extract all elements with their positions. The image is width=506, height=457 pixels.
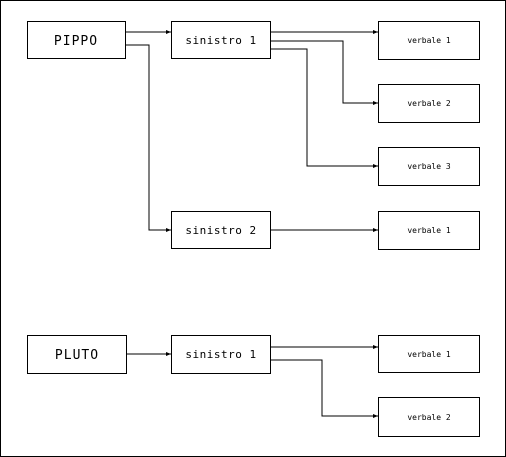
leaf-node-verbale-3: verbale 3 xyxy=(378,147,480,186)
leaf-label: verbale 1 xyxy=(407,226,451,235)
child-node-sinistro-1: sinistro 1 xyxy=(171,335,271,374)
leaf-node-verbale-1: verbale 1 xyxy=(378,211,480,250)
child-node-sinistro-2: sinistro 2 xyxy=(171,211,271,249)
root-node-pluto: PLUTO xyxy=(27,335,127,374)
leaf-label: verbale 1 xyxy=(407,350,451,359)
leaf-node-verbale-2: verbale 2 xyxy=(378,397,480,437)
leaf-node-verbale-2: verbale 2 xyxy=(378,84,480,123)
leaf-label: verbale 3 xyxy=(407,162,451,171)
child-label: sinistro 1 xyxy=(185,34,256,47)
leaf-label: verbale 2 xyxy=(407,413,451,422)
connector-sinistro-1-verbale-3 xyxy=(271,48,378,168)
leaf-node-verbale-1: verbale 1 xyxy=(378,21,480,60)
root-node-pippo: PIPPO xyxy=(27,21,126,59)
leaf-label: verbale 1 xyxy=(407,36,451,45)
child-label: sinistro 2 xyxy=(185,224,256,237)
root-label: PLUTO xyxy=(55,348,99,363)
connector-pluto-sinistro-1-verbale-2 xyxy=(271,359,378,418)
leaf-node-verbale-1: verbale 1 xyxy=(378,335,480,373)
root-label: PIPPO xyxy=(54,34,98,49)
connector-sinistro-1-verbale-2 xyxy=(271,40,378,105)
connector-pippo-sinistro-2 xyxy=(126,44,171,232)
child-label: sinistro 1 xyxy=(185,348,256,361)
child-node-sinistro-1: sinistro 1 xyxy=(171,21,271,59)
leaf-label: verbale 2 xyxy=(407,99,451,108)
